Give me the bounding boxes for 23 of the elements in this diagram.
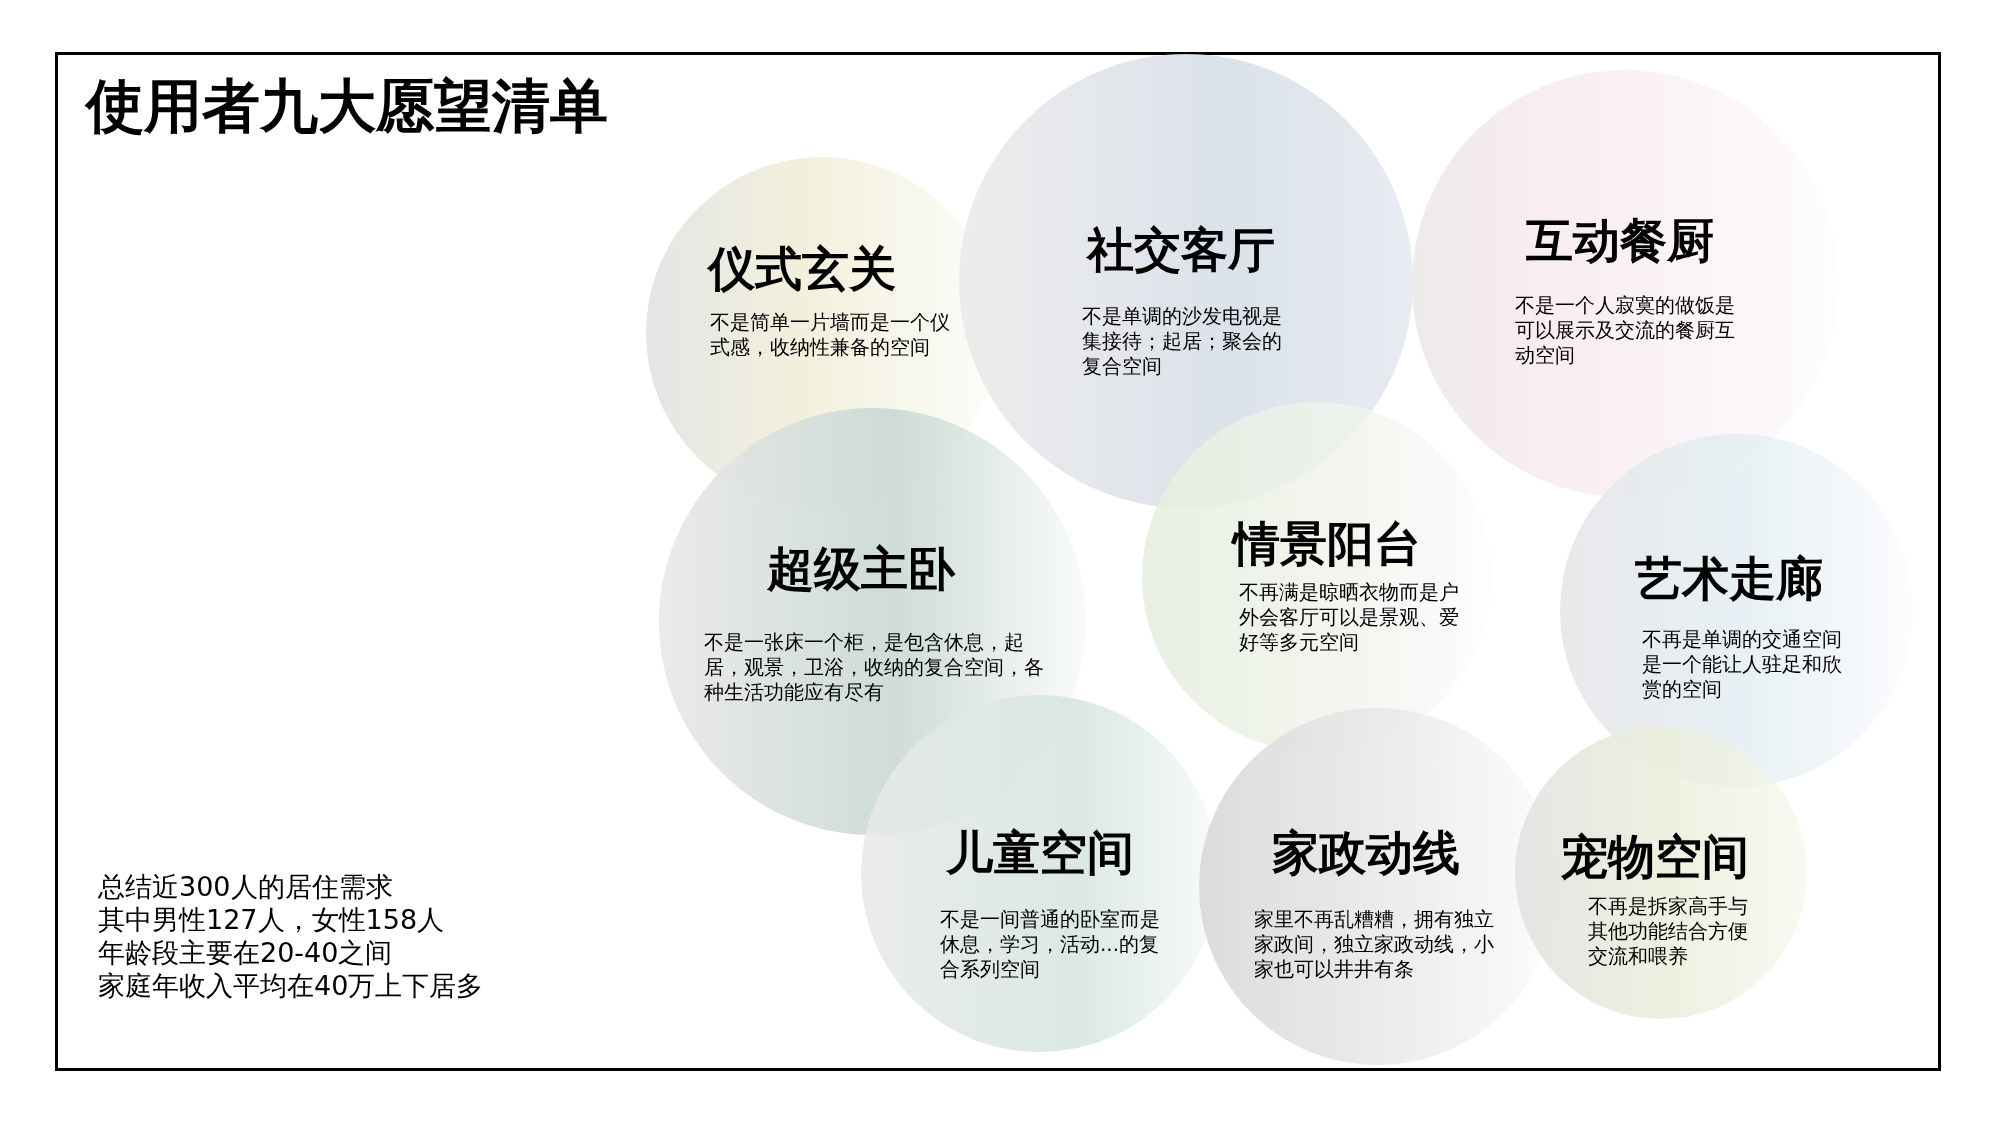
- bubble-description: 不是简单一片墙而是一个仪式感，收纳性兼备的空间: [710, 310, 951, 360]
- bubble-heading: 超级主卧: [767, 541, 955, 597]
- bubble-description: 不再是单调的交通空间是一个能让人驻足和欣赏的空间: [1642, 627, 1843, 702]
- page-title: 使用者九大愿望清单: [86, 71, 608, 142]
- bubble-description: 不是一张床一个柜，是包含休息，起居，观景，卫浴，收纳的复合空间，各种生活功能应有尽有: [704, 630, 1045, 705]
- bubble-heading: 互动餐厨: [1526, 213, 1714, 269]
- summary-note-line: 家庭年收入平均在40万上下居多: [98, 969, 484, 1002]
- bubble-description: 不再满是晾晒衣物而是户外会客厅可以是景观、爱好等多元空间: [1239, 580, 1460, 655]
- bubble-heading: 儿童空间: [946, 825, 1134, 881]
- bubble-heading: 宠物空间: [1561, 829, 1749, 885]
- bubble-heading: 情景阳台: [1233, 516, 1421, 572]
- bubble-heading: 社交客厅: [1087, 222, 1275, 278]
- bubble-description: 不是单调的沙发电视是集接待；起居；聚会的复合空间: [1082, 304, 1283, 379]
- bubble-description: 不是一个人寂寞的做饭是可以展示及交流的餐厨互动空间: [1515, 293, 1736, 368]
- bubble-heading: 艺术走廊: [1635, 551, 1823, 607]
- summary-note-line: 年龄段主要在20-40之间: [98, 936, 393, 969]
- bubble-description: 不再是拆家高手与其他功能结合方便交流和喂养: [1588, 894, 1748, 969]
- summary-note-line: 总结近300人的居住需求: [98, 870, 393, 903]
- bubble-description: 不是一间普通的卧室而是休息，学习，活动...的复合系列空间: [940, 907, 1161, 982]
- bubble-heading: 仪式玄关: [708, 241, 896, 297]
- summary-note-line: 其中男性127人，女性158人: [98, 903, 445, 936]
- bubble-heading: 家政动线: [1272, 825, 1460, 881]
- bubble-description: 家里不再乱糟糟，拥有独立家政间，独立家政动线，小家也可以井井有条: [1254, 907, 1495, 982]
